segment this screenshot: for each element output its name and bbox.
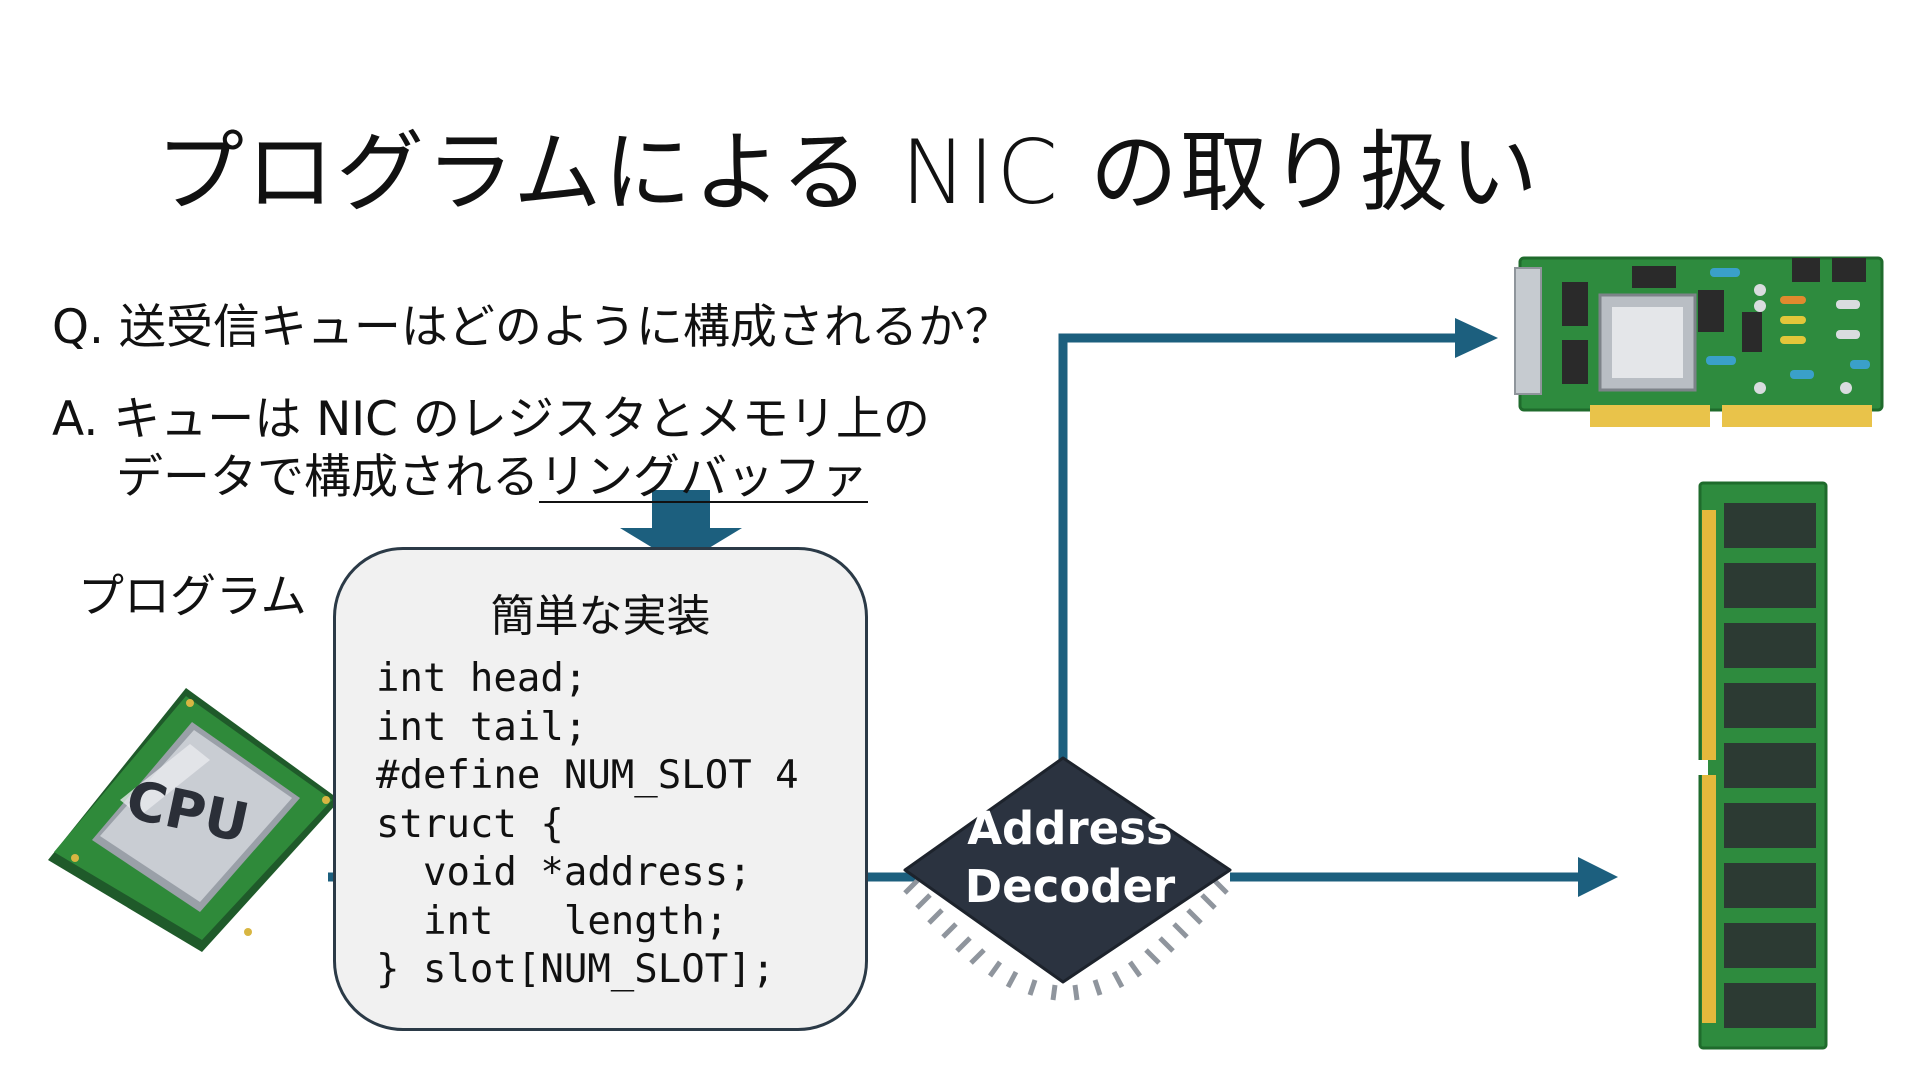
address-decoder-chip-icon <box>903 756 1232 1001</box>
code-box: 簡単な実装 int head;int tail;#define NUM_SLOT… <box>333 547 868 1031</box>
connection-arrows <box>328 333 1580 882</box>
code-line: } slot[NUM_SLOT]; <box>376 947 776 992</box>
code-box-title: 簡単な実装 <box>490 591 711 642</box>
arrowhead-memory <box>1578 857 1618 897</box>
arrowhead-nic <box>1455 318 1498 358</box>
code-line: void *address; <box>376 850 752 895</box>
code-line: #define NUM_SLOT 4 <box>376 753 799 798</box>
code-line: struct { <box>376 801 564 847</box>
question-text: Q. 送受信キューはどのように構成されるか？ <box>52 300 1012 355</box>
ring-buffer-term: リングバッファ <box>539 450 868 505</box>
answer-line-2: データで構成されるリングバッファ <box>116 438 868 507</box>
address-decoder-label: Address Decoder <box>905 800 1235 916</box>
arrow-to-nic <box>1058 333 1455 765</box>
answer-line-1: A. キューは NIC のレジスタとメモリ上の <box>52 392 930 447</box>
down-arrow <box>620 490 742 565</box>
code-line: int length; <box>376 898 729 944</box>
decoder-label-line-2: Decoder <box>964 860 1176 913</box>
decoder-label-line-1: Address <box>967 802 1173 855</box>
nic-card-icon <box>1514 256 1884 427</box>
code-line: int head; <box>376 656 588 701</box>
answer-line-2-plain: データで構成される <box>116 450 539 505</box>
memory-module-icon <box>1698 481 1828 1050</box>
cpu-chip-icon: CPU <box>48 688 340 952</box>
page-title: プログラムによる NIC の取り扱い <box>156 121 1540 224</box>
program-label: プログラム <box>78 569 307 623</box>
code-line: int tail; <box>376 704 588 750</box>
